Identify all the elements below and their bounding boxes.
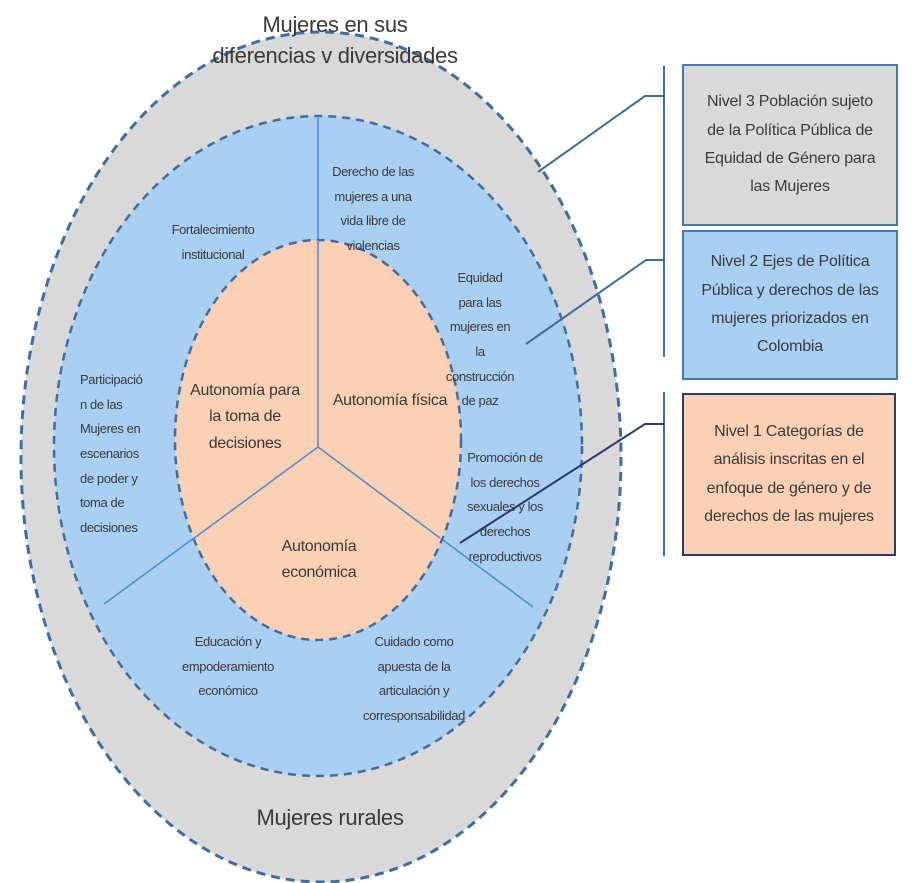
category-line: la toma de [209,408,281,426]
axis-line: vida libre de [340,213,406,229]
axis-derechos-sexuales: Promoción de los derechos sexuales y los… [455,446,555,569]
legend-line: Colombia [757,338,823,356]
legend-level-1: Nivel 1 Categorías de análisis inscritas… [682,393,896,556]
axis-line: decisiones [80,520,138,536]
axis-cuidado: Cuidado como apuesta de la articulación … [350,630,478,729]
axis-line: Fortalecimiento [171,222,255,237]
axis-line: construcción [445,368,515,384]
axis-line: económico [198,683,258,699]
axis-line: institucional [181,246,245,262]
legend-line: análisis inscritas en el [713,451,865,469]
legend-line: Nivel 3 Población sujeto [707,93,873,111]
axis-line: toma de [80,495,125,511]
legend-line: Nivel 1 Categorías de [714,422,864,440]
legend-line: derechos de las mujeres [704,507,874,525]
axis-line: Participació [80,372,143,387]
axis-violencias: Derecho de las mujeres a una vida libre … [318,160,428,259]
axis-fortalecimiento: Fortalecimiento institucional [158,218,268,267]
legend-line: Equidad de Género para [704,150,876,167]
legend-line: las Mujeres [750,178,830,196]
category-line: Autonomía para [190,382,300,399]
axis-line: derechos [479,524,531,540]
axis-line: de poder y [80,470,138,486]
connector-level-2 [525,259,664,345]
legend-line: enfoque de género y de [706,479,872,497]
axis-line: Educación y [194,634,262,649]
axis-line: Promoción de [467,450,543,465]
axis-line: para las [458,294,502,310]
outer-bottom-line: Mujeres rurales [256,805,404,830]
axis-line: los derechos [470,474,540,490]
category-economica: Autonomía económica [255,534,383,587]
axis-line: Derecho de las [332,164,414,179]
legend-level-2: Nivel 2 Ejes de Política Pública y derec… [682,230,898,380]
axis-line: reproductivos [468,548,542,564]
axis-line: Equidad [457,270,503,285]
connector-level-3 [537,95,664,173]
legend-line: mujeres priorizados en [711,310,869,327]
legend-level-3: Nivel 3 Población sujeto de la Política … [682,64,898,226]
axis-line: mujeres a una [334,188,412,204]
axis-line: la [475,344,485,360]
legend-line: de la Política Pública de [707,121,873,139]
category-line: Autonomía [281,538,357,555]
category-decisiones: Autonomía para la toma de decisiones [180,378,310,457]
outer-top-line: Mujeres en sus [262,12,408,37]
connector-level-1 [459,423,664,544]
axis-line: sexuales y los [466,499,544,515]
category-line: decisiones [208,434,282,452]
legend-line: Nivel 2 Ejes de Política [710,253,870,271]
axis-line: de paz [461,393,499,409]
axis-educacion: Educación y empoderamiento económico [168,630,288,704]
axis-line: violencias [346,238,400,254]
axis-line: apuesta de la [377,658,451,674]
axis-participacion: Participació n de las Mujeres en escenar… [80,368,160,541]
outer-ring-top-label: Mujeres en sus diferencias v diversidade… [210,10,460,72]
axis-line: n de las [80,396,123,412]
axis-line: articulación y [378,683,450,699]
category-line: económica [281,564,357,582]
axis-line: Cuidado como [374,634,454,649]
axis-paz: Equidad para las mujeres en la construcc… [440,266,520,414]
axis-line: empoderamiento [182,658,274,674]
category-line: Autonomía física [332,392,448,409]
inner-divider-left [192,446,319,540]
outer-ring-bottom-label: Mujeres rurales [210,803,450,834]
axis-line: mujeres en [449,319,511,335]
legend-line: Pública y derechos de las [701,281,879,299]
inner-divider-right [317,446,441,539]
category-fisica: Autonomía física [326,388,454,414]
axis-line: escenarios [80,446,139,462]
outer-top-line: diferencias v diversidades [212,42,458,68]
axis-line: corresponsabilidad [363,708,465,724]
axis-line: Mujeres en [80,421,141,437]
